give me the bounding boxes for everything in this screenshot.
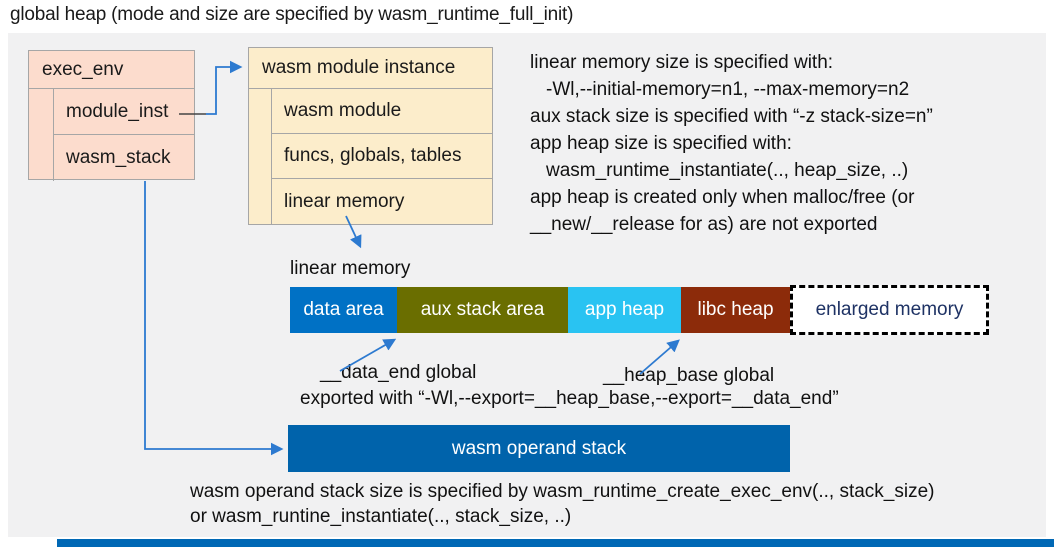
module-field-linear-memory: linear memory — [271, 179, 493, 224]
wasm-module-instance-box: wasm module instance wasm module funcs, … — [248, 47, 493, 225]
wasm-module-instance-header: wasm module instance — [249, 48, 492, 89]
linear-memory-bar: data area aux stack area app heap libc h… — [290, 285, 989, 335]
data-end-global-label: __data_end global — [320, 362, 477, 383]
segment-data-area: data area — [290, 287, 397, 333]
note-line: __new/__release for as) are not exported — [530, 214, 878, 235]
exec-env-field-wasm-stack: wasm_stack — [53, 135, 195, 181]
segment-app-heap: app heap — [568, 287, 681, 333]
diagram-title: global heap (mode and size are specified… — [10, 4, 574, 25]
note-line: wasm operand stack size is specified by … — [190, 481, 935, 502]
segment-aux-stack-area: aux stack area — [397, 287, 568, 333]
note-line: linear memory size is specified with: — [530, 52, 834, 73]
module-field-funcs-globals-tables: funcs, globals, tables — [271, 134, 493, 179]
footer-accent-bar — [57, 539, 1054, 547]
note-line: app heap size is specified with: — [530, 133, 792, 154]
exec-env-header: exec_env — [29, 51, 194, 89]
wasm-operand-stack-box: wasm operand stack — [288, 425, 790, 472]
note-line: app heap is created only when malloc/fre… — [530, 187, 915, 208]
linear-memory-label: linear memory — [290, 258, 411, 279]
exported-flags-label: exported with “-Wl,--export=__heap_base,… — [300, 388, 839, 409]
segment-enlarged-memory: enlarged memory — [790, 285, 989, 335]
size-notes-block: linear memory size is specified with: -W… — [530, 49, 1030, 238]
exec-env-field-module-inst: module_inst — [53, 89, 195, 135]
note-line: wasm_runtime_instantiate(.., heap_size, … — [546, 160, 909, 181]
operand-stack-note: wasm operand stack size is specified by … — [190, 479, 935, 529]
segment-libc-heap: libc heap — [681, 287, 790, 333]
note-line: aux stack size is specified with “-z sta… — [530, 106, 933, 127]
note-line: or wasm_runtine_instantiate(.., stack_si… — [190, 506, 572, 527]
note-line: -Wl,--initial-memory=n1, --max-memory=n2 — [546, 79, 910, 100]
heap-base-global-label: __heap_base global — [603, 365, 775, 386]
exec-env-box: exec_env module_inst wasm_stack — [28, 50, 195, 181]
module-field-wasm-module: wasm module — [271, 89, 493, 134]
